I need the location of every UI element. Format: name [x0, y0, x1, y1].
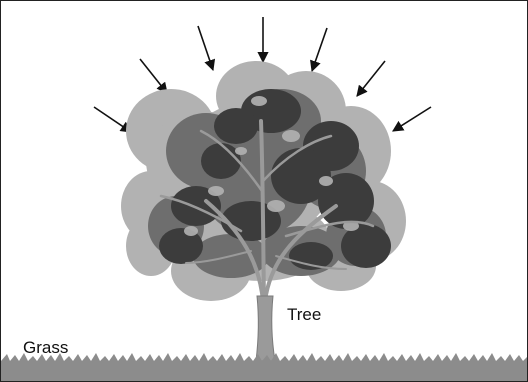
sunlight-arrow-icon — [312, 28, 327, 71]
grass-label: Grass — [23, 338, 68, 358]
sunlight-arrow-icon — [393, 107, 431, 131]
sunlight-arrow-icon — [140, 59, 167, 93]
sunlight-arrow-icon — [198, 26, 213, 70]
tree-label: Tree — [287, 305, 321, 325]
sunlight-arrow-icon — [357, 61, 385, 96]
sunlight-arrow-icon — [94, 107, 131, 132]
tree-trunk — [256, 296, 275, 361]
